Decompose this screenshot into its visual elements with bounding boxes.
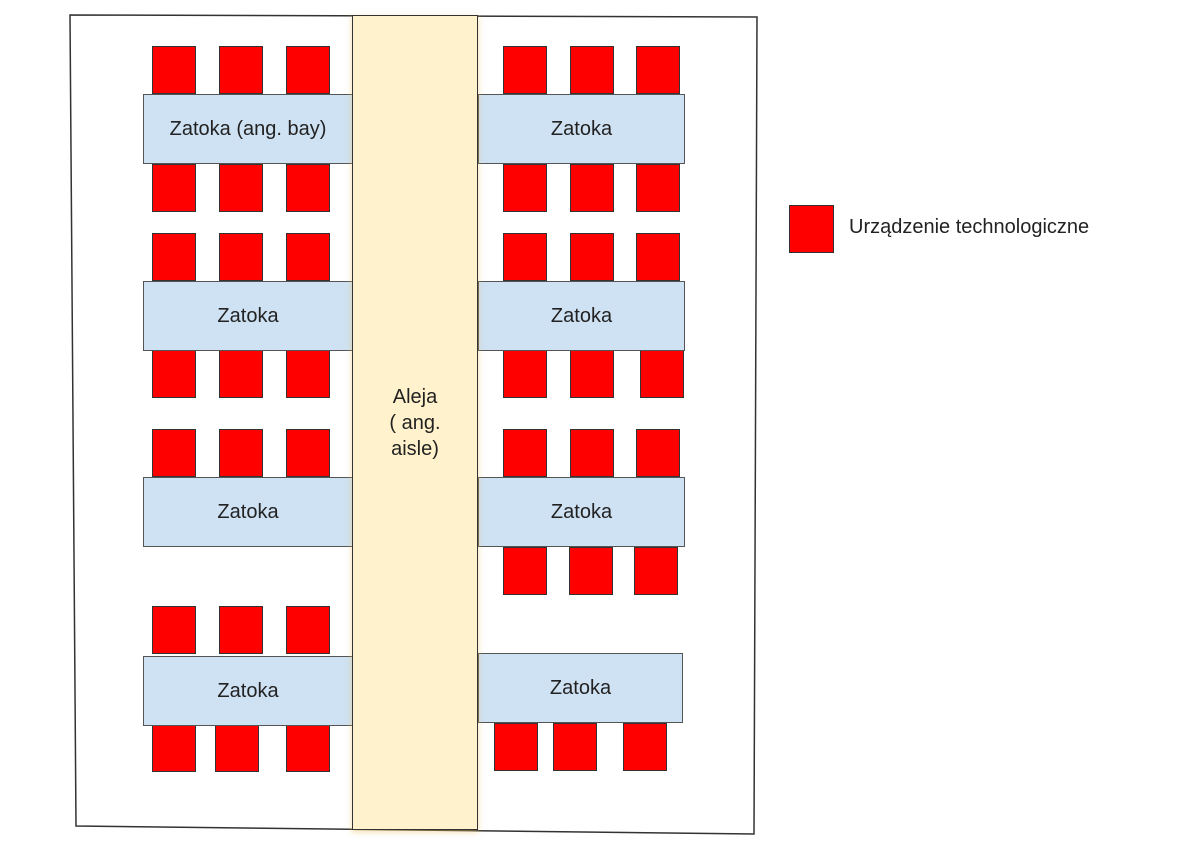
- device: [152, 429, 196, 477]
- bay-right-2: Zatoka: [478, 281, 685, 351]
- device: [634, 547, 678, 595]
- device: [152, 233, 196, 281]
- device: [623, 723, 667, 771]
- device: [640, 350, 684, 398]
- bay-right-4: Zatoka: [478, 653, 683, 723]
- device: [286, 429, 330, 477]
- device: [286, 350, 330, 398]
- legend-label: Urządzenie technologiczne: [849, 216, 1090, 238]
- bay-left-1: Zatoka (ang. bay): [143, 94, 353, 164]
- aisle-label: Aleja ( ang. aisle): [389, 385, 441, 460]
- device: [286, 46, 330, 94]
- device: [152, 164, 196, 212]
- device: [503, 429, 547, 477]
- device: [503, 233, 547, 281]
- device: [152, 350, 196, 398]
- device: [286, 164, 330, 212]
- bay-label: Zatoka: [217, 679, 279, 702]
- device: [503, 164, 547, 212]
- bay-label: Zatoka: [550, 304, 613, 327]
- bay-label: Zatoka: [550, 500, 613, 523]
- device: [286, 233, 330, 281]
- bay-right-1: Zatoka: [478, 94, 685, 164]
- bay-left-2: Zatoka: [143, 281, 353, 351]
- device: [503, 350, 547, 398]
- device: [570, 46, 614, 94]
- bay-label: Zatoka: [549, 676, 612, 699]
- device: [636, 164, 680, 212]
- device: [152, 724, 196, 772]
- device: [569, 547, 613, 595]
- device: [286, 606, 330, 654]
- legend-device-swatch: [789, 205, 834, 253]
- bay-right-3: Zatoka: [478, 477, 685, 547]
- bay-label: Zatoka (ang. bay): [169, 117, 327, 140]
- device: [219, 429, 263, 477]
- bay-label: Zatoka: [217, 304, 279, 327]
- device: [570, 233, 614, 281]
- device: [219, 350, 263, 398]
- device: [553, 723, 597, 771]
- device: [570, 350, 614, 398]
- aisle: Aleja ( ang. aisle): [352, 15, 478, 830]
- device: [636, 429, 680, 477]
- device: [215, 724, 259, 772]
- device: [286, 724, 330, 772]
- device: [219, 164, 263, 212]
- device: [494, 723, 538, 771]
- device: [636, 46, 680, 94]
- device: [570, 429, 614, 477]
- bay-left-4: Zatoka: [143, 656, 353, 726]
- device: [152, 606, 196, 654]
- bay-label: Zatoka: [217, 500, 279, 523]
- device: [219, 46, 263, 94]
- device: [503, 46, 547, 94]
- bay-label: Zatoka: [550, 117, 613, 140]
- device: [636, 233, 680, 281]
- device: [503, 547, 547, 595]
- device: [219, 606, 263, 654]
- device: [570, 164, 614, 212]
- bay-left-3: Zatoka: [143, 477, 353, 547]
- device: [219, 233, 263, 281]
- device: [152, 46, 196, 94]
